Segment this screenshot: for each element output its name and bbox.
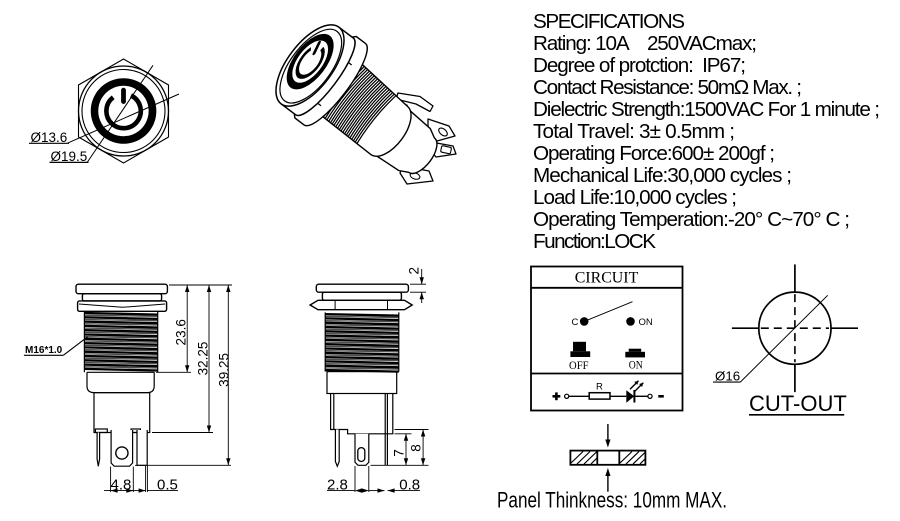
svg-text:0.8: 0.8: [399, 476, 420, 493]
svg-text:CUT-OUT: CUT-OUT: [749, 391, 847, 416]
svg-text:R: R: [596, 382, 603, 393]
svg-text:2: 2: [407, 267, 422, 275]
svg-text:ON: ON: [629, 358, 643, 372]
svg-text:23.6: 23.6: [174, 319, 189, 345]
svg-text:Degree of protction: IP67;: Degree of protction: IP67;: [533, 54, 746, 77]
svg-text:Ø19.5: Ø19.5: [51, 149, 88, 164]
svg-text:32.25: 32.25: [195, 342, 210, 376]
svg-text:C: C: [572, 317, 579, 328]
svg-text:ON: ON: [639, 317, 653, 328]
svg-text:Total Travel: 3± 0.5mm ;: Total Travel: 3± 0.5mm ;: [533, 120, 735, 143]
svg-text:Function:LOCK: Function:LOCK: [533, 230, 656, 253]
svg-text:SPECIFICATIONS: SPECIFICATIONS: [533, 10, 685, 33]
svg-text:0.5: 0.5: [157, 476, 178, 493]
svg-text:Dielectric Strength:1500VAC Fo: Dielectric Strength:1500VAC For 1 minute…: [533, 98, 880, 121]
svg-text:Operating Force:600± 200gf ;: Operating Force:600± 200gf ;: [533, 142, 775, 165]
svg-text:Contact Resistance: 50mΩ Max.: Contact Resistance: 50mΩ Max. ;: [533, 76, 802, 99]
svg-text:M16*1.0: M16*1.0: [25, 345, 63, 356]
svg-text:Panel Thinkness: 10mm MAX.: Panel Thinkness: 10mm MAX.: [497, 488, 727, 513]
svg-text:OFF: OFF: [569, 358, 589, 372]
svg-text:Mechanical Life:30,000 cycles: Mechanical Life:30,000 cycles ;: [533, 164, 792, 187]
svg-text:CIRCUIT: CIRCUIT: [575, 268, 639, 287]
svg-text:Load Life:10,000 cycles ;: Load Life:10,000 cycles ;: [533, 186, 737, 209]
svg-text:Ø13.6: Ø13.6: [31, 130, 68, 145]
svg-text:4.8: 4.8: [111, 476, 132, 493]
svg-text:Rating: 10A 250VACmax;: Rating: 10A 250VACmax;: [533, 32, 757, 55]
svg-text:8: 8: [408, 444, 423, 452]
svg-text:39.25: 39.25: [217, 353, 232, 387]
svg-text:7: 7: [392, 449, 407, 457]
svg-text:Operating Temperation:-20° C~7: Operating Temperation:-20° C~70° C ;: [533, 208, 850, 231]
svg-text:Ø16: Ø16: [715, 369, 740, 384]
svg-text:2.8: 2.8: [327, 476, 348, 493]
